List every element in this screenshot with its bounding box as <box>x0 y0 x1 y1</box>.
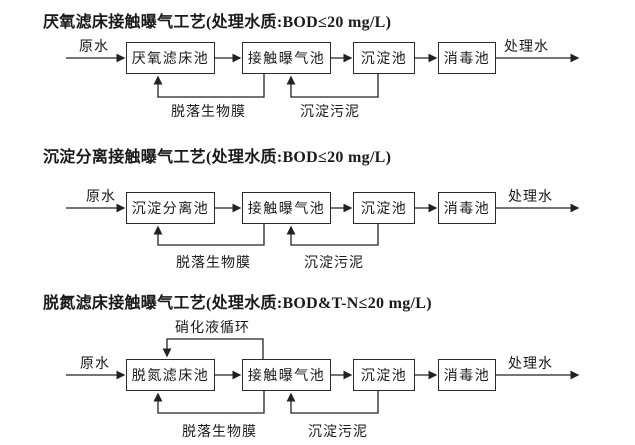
d3-process-box-disinfection: 消毒池 <box>438 359 496 391</box>
d2-box3-label: 沉淀池 <box>360 202 408 217</box>
d1-process-box-disinfection: 消毒池 <box>438 42 496 74</box>
d1-process-box-anaerobic-filter: 厌氧滤床池 <box>126 42 215 74</box>
d2-process-box-contact-aeration: 接触曝气池 <box>242 192 331 224</box>
d1-raw-water-label: 原水 <box>79 40 109 55</box>
diagram-1-title: 厌氧滤床接触曝气工艺(处理水质:BOD≤20 mg/L) <box>43 14 392 31</box>
d1-process-box-contact-aeration: 接触曝气池 <box>242 42 331 74</box>
diagram-3-title: 脱氮滤床接触曝气工艺(处理水质:BOD&T-N≤20 mg/L) <box>43 295 432 312</box>
d2-box4-label: 消毒池 <box>443 202 491 217</box>
d2-process-box-sedimentation: 沉淀池 <box>353 192 415 224</box>
d2-detached-biofilm-label: 脱落生物膜 <box>176 256 251 271</box>
d3-sludge-return-arrow <box>286 391 379 414</box>
d3-process-box-contact-aeration: 接触曝气池 <box>242 359 331 391</box>
d3-box2-label: 接触曝气池 <box>247 369 326 384</box>
d2-box2-label: 接触曝气池 <box>247 202 326 217</box>
d3-nitrified-recycle-arrow <box>162 338 264 359</box>
d1-detached-biofilm-label: 脱落生物膜 <box>171 105 246 120</box>
d1-box1-label: 厌氧滤床池 <box>131 52 210 67</box>
d3-raw-water-label: 原水 <box>80 357 110 372</box>
d3-process-box-denitrifying-filter: 脱氮滤床池 <box>126 359 215 391</box>
d1-biofilm-return-arrow <box>153 74 265 98</box>
d3-nitrified-recycle-label: 硝化液循环 <box>175 321 250 336</box>
d3-box4-label: 消毒池 <box>443 369 491 384</box>
d2-process-box-sedimentation-separation: 沉淀分离池 <box>126 192 215 224</box>
d1-box3-label: 沉淀池 <box>360 52 408 67</box>
d2-treated-water-label: 处理水 <box>508 190 553 205</box>
d2-raw-water-label: 原水 <box>86 190 116 205</box>
d3-box3-label: 沉淀池 <box>360 369 408 384</box>
d3-settled-sludge-label: 沉淀污泥 <box>308 425 368 440</box>
d3-detached-biofilm-label: 脱落生物膜 <box>182 425 257 440</box>
d1-sludge-return-arrow <box>286 74 379 98</box>
d1-process-box-sedimentation: 沉淀池 <box>353 42 415 74</box>
d3-treated-water-label: 处理水 <box>508 357 553 372</box>
d1-box2-label: 接触曝气池 <box>247 52 326 67</box>
d2-settled-sludge-label: 沉淀污泥 <box>304 256 364 271</box>
d1-box4-label: 消毒池 <box>443 52 491 67</box>
d2-biofilm-return-arrow <box>153 224 265 246</box>
d1-treated-water-label: 处理水 <box>504 40 549 55</box>
diagram-2-title: 沉淀分离接触曝气工艺(处理水质:BOD≤20 mg/L) <box>43 149 392 166</box>
d1-settled-sludge-label: 沉淀污泥 <box>300 105 360 120</box>
d2-process-box-disinfection: 消毒池 <box>438 192 496 224</box>
d3-biofilm-return-arrow <box>153 391 265 414</box>
d3-process-box-sedimentation: 沉淀池 <box>353 359 415 391</box>
d2-sludge-return-arrow <box>286 224 379 246</box>
d3-box1-label: 脱氮滤床池 <box>131 369 210 384</box>
d2-box1-label: 沉淀分离池 <box>131 202 210 217</box>
